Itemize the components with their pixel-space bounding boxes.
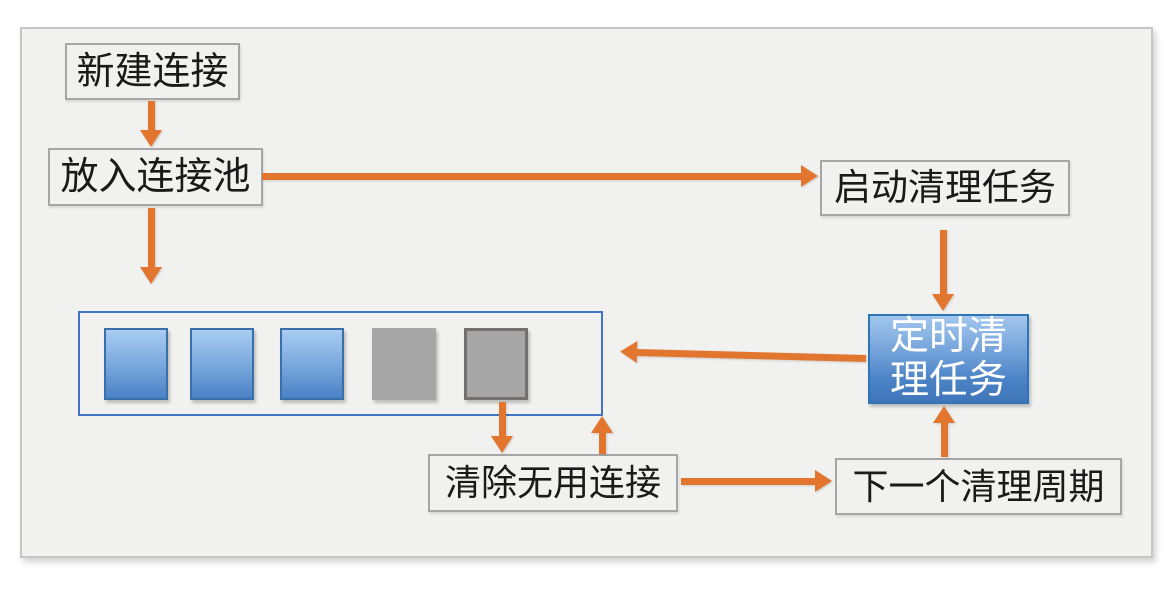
node-remove-unused-connections: 清除无用连接 (428, 454, 678, 512)
node-next-cleanup-cycle: 下一个清理周期 (835, 458, 1122, 515)
arrow-new-connection-to-put-into-pool (140, 101, 162, 147)
arrow-next-cycle-to-scheduled-task (933, 406, 955, 457)
arrow-shaft (598, 433, 606, 454)
node-remove-unused-connections-label: 清除无用连接 (444, 463, 661, 503)
arrow-shaft (147, 208, 155, 267)
arrow-right-head-icon (815, 470, 832, 492)
arrow-remove-unused-to-pool (591, 416, 613, 454)
arrow-up-head-icon (933, 406, 955, 423)
arrow-put-into-pool-to-start-cleanup (262, 165, 818, 187)
arrow-down-head-icon (491, 436, 513, 453)
arrow-right-head-icon (801, 165, 818, 187)
pool-slot-active-2 (190, 328, 254, 400)
arrow-shaft (681, 477, 815, 485)
arrow-left-head-icon (619, 340, 638, 364)
arrow-up-head-icon (591, 416, 613, 433)
arrow-remove-unused-to-next-cycle (681, 470, 832, 492)
arrow-shaft (940, 423, 948, 457)
node-new-connection: 新建连接 (65, 43, 240, 100)
arrow-down-head-icon (140, 267, 162, 284)
connection-pool-container (78, 311, 603, 416)
arrow-idle-slot-to-remove-unused (491, 402, 513, 453)
arrow-down-head-icon (140, 130, 162, 147)
pool-slot-active-3 (280, 328, 344, 400)
node-next-cleanup-cycle-label: 下一个清理周期 (852, 466, 1105, 507)
arrow-shaft (147, 101, 155, 130)
pool-slot-active-1 (104, 328, 168, 400)
node-start-cleanup-task-label: 启动清理任务 (834, 167, 1056, 209)
node-start-cleanup-task: 启动清理任务 (820, 160, 1070, 216)
node-new-connection-label: 新建连接 (76, 50, 229, 93)
node-scheduled-cleanup-task-label: 定时清 理任务 (889, 315, 1007, 402)
node-put-into-pool: 放入连接池 (48, 148, 263, 206)
arrow-shaft (262, 172, 801, 180)
arrow-start-cleanup-to-scheduled-task (932, 230, 954, 311)
node-scheduled-cleanup-task: 定时清 理任务 (868, 314, 1029, 404)
arrow-shaft (939, 230, 947, 294)
pool-slot-idle-1 (372, 328, 436, 400)
arrow-put-into-pool-to-pool (140, 208, 162, 284)
arrow-shaft (636, 348, 867, 362)
arrow-shaft (498, 402, 506, 436)
pool-slot-idle-2 (464, 328, 528, 400)
node-put-into-pool-label: 放入连接池 (60, 156, 251, 198)
arrow-down-head-icon (932, 294, 954, 311)
